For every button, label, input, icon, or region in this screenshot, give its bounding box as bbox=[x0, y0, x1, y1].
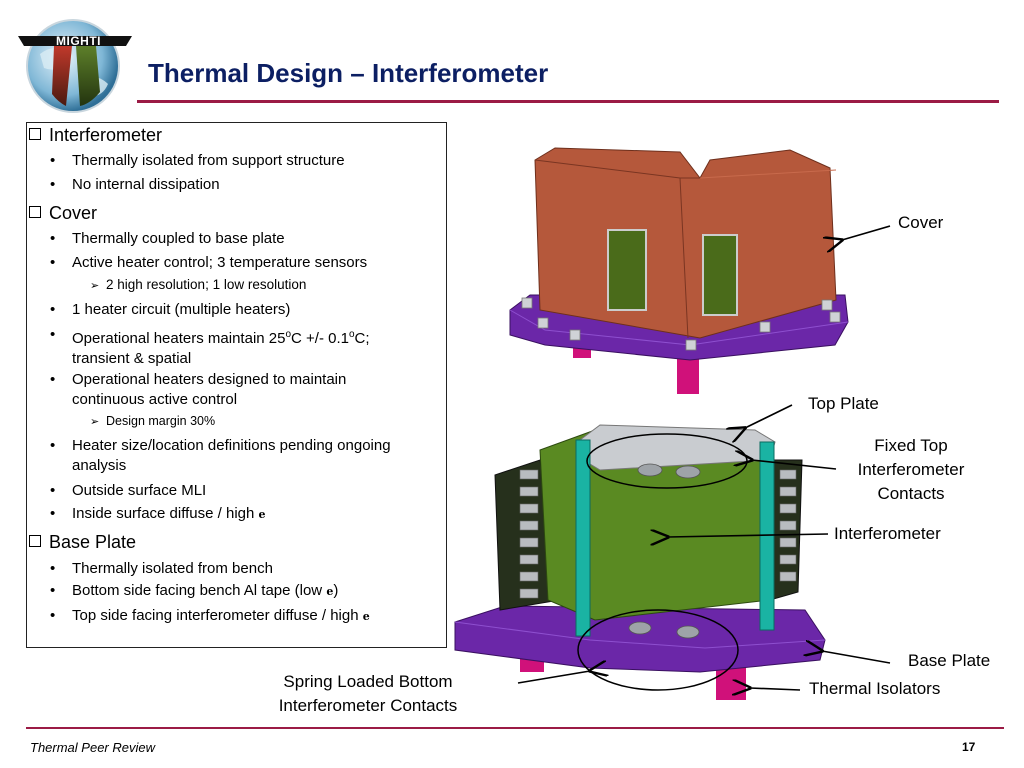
cover-window bbox=[607, 229, 647, 311]
bullet-item: •Operational heaters maintain 25oC +/- 0… bbox=[50, 326, 370, 367]
checkbox-bullet-icon bbox=[29, 128, 41, 140]
sub-bullet-item: ➢2 high resolution; 1 low resolution bbox=[90, 277, 307, 292]
cover-isolator-post bbox=[677, 352, 699, 394]
cover-window bbox=[702, 234, 738, 316]
label-interferometer: Interferometer bbox=[834, 524, 941, 543]
checkbox-bullet-icon bbox=[29, 535, 41, 547]
bullet-item: •Heater size/location definitions pendin… bbox=[50, 437, 391, 474]
footer-text: Thermal Peer Review bbox=[30, 740, 155, 755]
bullet-item: •Thermally isolated from bench bbox=[50, 560, 273, 577]
section-heading-interferometer: Interferometer bbox=[29, 125, 162, 146]
logo-text: MIGHTI bbox=[56, 34, 101, 48]
slide-title: Thermal Design – Interferometer bbox=[148, 58, 549, 88]
bullet-item: •Top side facing interferometer diffuse … bbox=[50, 607, 370, 624]
interferometer-assembly-diagram bbox=[454, 147, 891, 700]
support-post bbox=[575, 439, 591, 637]
bullet-item: •Operational heaters designed to maintai… bbox=[50, 371, 347, 408]
bullet-item: •1 heater circuit (multiple heaters) bbox=[50, 301, 291, 318]
bullet-item: •Inside surface diffuse / high e bbox=[50, 505, 266, 522]
section-heading-cover: Cover bbox=[29, 203, 97, 224]
bullet-item: •Outside surface MLI bbox=[50, 482, 207, 499]
title-divider bbox=[137, 100, 999, 103]
label-cover: Cover bbox=[898, 213, 944, 232]
bottom-contacts-circle bbox=[577, 609, 739, 691]
bullet-item: •Active heater control; 3 temperature se… bbox=[50, 254, 368, 271]
bullet-item: •Thermally coupled to base plate bbox=[50, 230, 285, 247]
label-base-plate: Base Plate bbox=[908, 651, 991, 670]
mighti-logo: MIGHTI bbox=[18, 14, 132, 114]
label-top-plate: Top Plate bbox=[808, 394, 879, 413]
label-thermal-isolators: Thermal Isolators bbox=[809, 679, 941, 698]
checkbox-bullet-icon bbox=[29, 206, 41, 218]
bullet-item: •Bottom side facing bench Al tape (low e… bbox=[50, 582, 339, 599]
interferometer-stack bbox=[454, 424, 826, 700]
cover-assembly bbox=[509, 147, 849, 394]
section-heading-base-plate: Base Plate bbox=[29, 532, 136, 553]
sub-bullet-item: ➢Design margin 30% bbox=[90, 414, 216, 428]
page-number: 17 bbox=[962, 740, 976, 754]
arrow-bullet-icon: ➢ bbox=[90, 280, 100, 292]
bullet-item: •Thermally isolated from support structu… bbox=[50, 152, 345, 169]
bullet-item: •No internal dissipation bbox=[50, 176, 220, 193]
arrow-bullet-icon: ➢ bbox=[90, 416, 100, 428]
footer-divider bbox=[26, 727, 1004, 729]
text-box: Interferometer •Thermally isolated from … bbox=[26, 122, 447, 648]
